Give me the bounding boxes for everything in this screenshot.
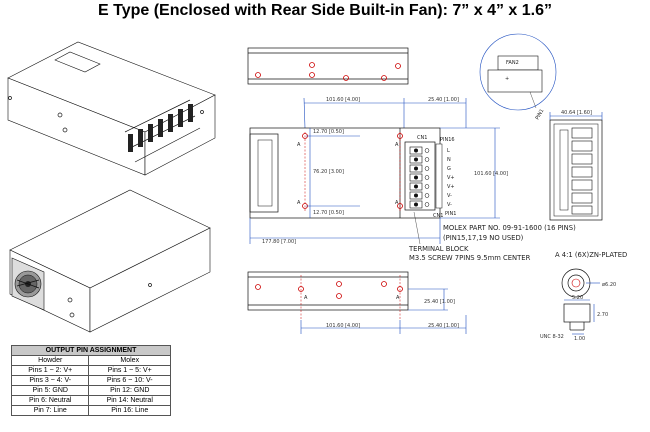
dim-d3: 1.00: [574, 336, 585, 342]
top-view: 101.60 [4.00] 25.40 [1.00]: [247, 47, 467, 129]
iso-view-top: [7, 41, 216, 176]
table-cell: Pins 1 ~ 5: V+: [88, 365, 171, 376]
tb-pin-6: V-: [447, 193, 452, 199]
dim-h2: 76.20 [3.00]: [313, 169, 344, 175]
fan2-label: FAN2: [506, 60, 519, 66]
pin-table-header-howder: Howder: [10, 355, 90, 366]
table-cell: Pin 14: Neutral: [88, 395, 171, 406]
table-cell: Pin 6: Neutral: [10, 395, 90, 406]
tb-pin-3: G: [447, 166, 451, 172]
hole-a-2: A: [395, 142, 399, 148]
tb-pin-7: V-: [447, 202, 452, 208]
bottom-hole-a-1: A: [304, 295, 308, 301]
table-cell: Pin 12: GND: [88, 385, 171, 396]
bottom-view: A A 25.40 [1.00] 101.60 [4.00] 25.40 [1.…: [247, 271, 467, 334]
table-row: Pin 6: Neutral Pin 14: Neutral: [10, 395, 171, 406]
dim-bottom-a: 101.60 [4.00]: [326, 323, 360, 329]
detail-a: A 4:1 (6X)ZN-PLATED ø6.20 5.20 2.70 1.00…: [540, 251, 627, 342]
pin16-label: PIN16: [440, 137, 455, 143]
unc-label: UNC 8-32: [540, 334, 564, 340]
tb-pin-5: V+: [447, 184, 455, 190]
dim-side-w: 40.64 [1.60]: [561, 110, 592, 116]
dim-side-h: 25.40 [1.00]: [424, 299, 455, 305]
bottom-hole-a-2: A: [396, 295, 400, 301]
screw-note: M3.5 SCREW 7PINS 9.5mm CENTER: [409, 254, 531, 262]
hole-a-3: A: [297, 200, 301, 206]
fan2-detail: FAN2 + PIN1: [479, 33, 557, 121]
side-view: 40.64 [1.60]: [549, 110, 603, 221]
terminal-note: TERMINAL BLOCK: [408, 245, 469, 253]
detail-a-label: A 4:1 (6X)ZN-PLATED: [555, 251, 627, 259]
tb-pin-4: V+: [447, 175, 455, 181]
dim-top-a: 101.60 [4.00]: [326, 97, 360, 103]
dim-d2: 2.70: [597, 312, 608, 318]
table-row: Pin 7: Line Pin 16: Line: [10, 405, 171, 416]
pin-table-header-molex: Molex: [88, 355, 171, 366]
molex-note: MOLEX PART NO. 09-91-1600 (16 PINS): [443, 224, 576, 232]
dim-overall-w: 177.80 [7.00]: [262, 239, 296, 245]
table-cell: Pin 5: GND: [10, 385, 90, 396]
dim-d1: 5.20: [572, 295, 583, 301]
table-row: Pin 5: GND Pin 12: GND: [10, 385, 171, 396]
molex-unused-note: (PIN15,17,19 NO USED): [443, 234, 524, 242]
fan-pin1-label: PIN1: [535, 108, 546, 121]
table-row: Pins 3 ~ 4: V- Pins 6 ~ 10: V-: [10, 375, 171, 386]
dim-top-b: 25.40 [1.00]: [428, 97, 459, 103]
tb-pin-2: N: [447, 157, 451, 163]
table-cell: Pin 7: Line: [10, 405, 90, 416]
svg-text:+: +: [505, 76, 509, 82]
table-cell: Pins 6 ~ 10: V-: [88, 375, 171, 386]
main-view: L N G V+ V+ V- V- CN1 CN1 PIN1 PIN16 A A…: [249, 127, 576, 262]
table-cell: Pins 3 ~ 4: V-: [10, 375, 90, 386]
dim-bottom-b: 25.40 [1.00]: [428, 323, 459, 329]
cn1-label-bottom: CN1: [433, 213, 443, 219]
pin1-label: PIN1: [445, 211, 456, 217]
table-row: Pins 1 ~ 2: V+ Pins 1 ~ 5: V+: [10, 365, 171, 376]
hole-a-4: A: [395, 200, 399, 206]
dim-h1: 12.70 [0.50]: [313, 129, 344, 135]
terminal-pin-labels: L N G V+ V+ V- V-: [447, 148, 455, 208]
dim-h3: 12.70 [0.50]: [313, 210, 344, 216]
table-cell: Pins 1 ~ 2: V+: [10, 365, 90, 376]
output-pin-table: OUTPUT PIN ASSIGNMENT Howder Molex Pins …: [10, 345, 171, 416]
page-title: E Type (Enclosed with Rear Side Built-in…: [97, 2, 553, 19]
hole-a-1: A: [297, 142, 301, 148]
dim-diameter: ø6.20: [602, 282, 616, 288]
tb-pin-1: L: [447, 148, 450, 154]
pin-table-caption: OUTPUT PIN ASSIGNMENT: [11, 345, 171, 356]
cn1-label-top: CN1: [417, 135, 427, 141]
table-cell: Pin 16: Line: [88, 405, 171, 416]
dim-overall-h: 101.60 [4.00]: [474, 171, 508, 177]
iso-view-bottom: [9, 189, 211, 333]
